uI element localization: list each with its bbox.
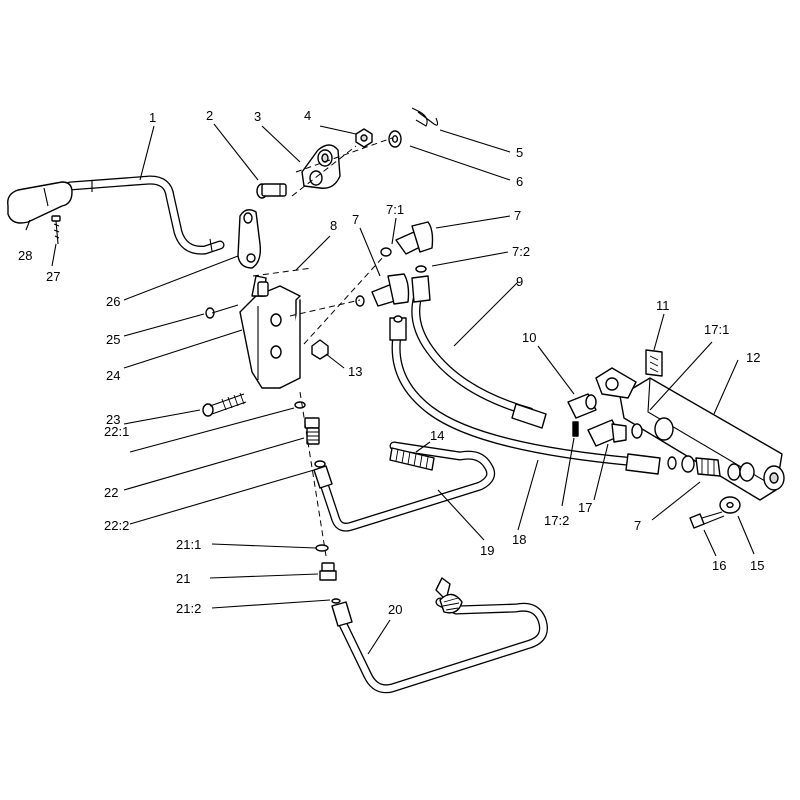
- callout-17: 17: [578, 500, 592, 515]
- hydraulic-tube-20: [331, 597, 548, 694]
- callout-16: 16: [712, 558, 726, 573]
- callout-12: 12: [746, 350, 760, 365]
- hydraulic-hose-18: [389, 315, 661, 475]
- callout-11: 11: [656, 298, 670, 313]
- hydraulic-tube-19: [313, 441, 496, 532]
- pivot-bracket: [301, 144, 341, 189]
- cotter-pin: [411, 107, 439, 127]
- o-ring-22-1: [294, 401, 306, 409]
- callout-8: 8: [330, 218, 337, 233]
- o-ring-17-2: [572, 421, 579, 437]
- callout-7-mid: 7: [352, 212, 359, 227]
- washer-15: [719, 496, 741, 514]
- cylinder-mount: [595, 367, 637, 399]
- callout-22-1: 22:1: [104, 424, 129, 439]
- fitting-17: [587, 419, 643, 447]
- callout-25: 25: [106, 332, 120, 347]
- callout-7-1: 7:1: [386, 202, 404, 217]
- callout-labels: 1 2 3 4 5 6 7:1 7 7 7:2 8 9 10 11 12 17:…: [18, 108, 764, 617]
- elbow-fitting-7-right: [667, 455, 755, 482]
- callout-27: 27: [46, 269, 60, 284]
- callout-19: 19: [480, 543, 494, 558]
- adapter-fitting-22: [304, 417, 320, 445]
- callout-26: 26: [106, 294, 120, 309]
- callout-5: 5: [516, 145, 523, 160]
- callout-9: 9: [516, 274, 523, 289]
- spring-guard: [389, 447, 435, 471]
- hydraulic-cylinder: [619, 377, 785, 501]
- callout-17-2: 17:2: [544, 513, 569, 528]
- callout-3: 3: [254, 109, 261, 124]
- callout-2: 2: [206, 108, 213, 123]
- callout-13: 13: [348, 364, 362, 379]
- o-ring-22-2: [314, 460, 326, 468]
- plug-10: [567, 393, 597, 419]
- callout-7-top: 7: [514, 208, 521, 223]
- callout-22: 22: [104, 485, 118, 500]
- callout-1: 1: [149, 110, 156, 125]
- mounting-bolt: [202, 392, 247, 417]
- knob-screw: [51, 215, 61, 245]
- o-ring-21-1: [315, 544, 329, 552]
- valve-nut: [311, 339, 329, 360]
- hex-nut: [355, 128, 373, 148]
- callout-4: 4: [304, 108, 311, 123]
- assembly-lines: [252, 137, 393, 557]
- tube-clamp: [435, 577, 463, 614]
- callout-7-right: 7: [634, 518, 641, 533]
- control-valve: [239, 275, 301, 389]
- flat-washer: [388, 130, 402, 148]
- callout-14: 14: [430, 428, 444, 443]
- pivot-pin: [256, 183, 287, 199]
- callout-20: 20: [388, 602, 402, 617]
- callout-22-2: 22:2: [104, 518, 129, 533]
- callout-24: 24: [106, 368, 120, 383]
- callout-7-2: 7:2: [512, 244, 530, 259]
- callout-6: 6: [516, 174, 523, 189]
- callout-15: 15: [750, 558, 764, 573]
- bolt-16: [689, 511, 725, 529]
- valve-screw: [205, 304, 239, 319]
- leader-lines: [25, 123, 755, 655]
- callout-21-2: 21:2: [176, 601, 201, 616]
- mounting-bracket-11: [645, 349, 663, 377]
- callout-28: 28: [18, 248, 32, 263]
- callout-18: 18: [512, 532, 526, 547]
- callout-23: 23: [106, 412, 120, 427]
- lever-plate: [237, 209, 262, 269]
- o-ring-21-2: [331, 598, 341, 604]
- callout-10: 10: [522, 330, 536, 345]
- hydraulic-hose-9: [411, 275, 547, 429]
- callout-17-1: 17:1: [704, 322, 729, 337]
- callout-21-1: 21:1: [176, 537, 201, 552]
- callout-21: 21: [176, 571, 190, 586]
- adapter-fitting-21: [319, 562, 337, 581]
- control-lever: [65, 175, 225, 255]
- elbow-fitting-lower: [355, 273, 410, 307]
- lever-knob: [7, 181, 73, 224]
- elbow-fitting-upper: [380, 221, 434, 273]
